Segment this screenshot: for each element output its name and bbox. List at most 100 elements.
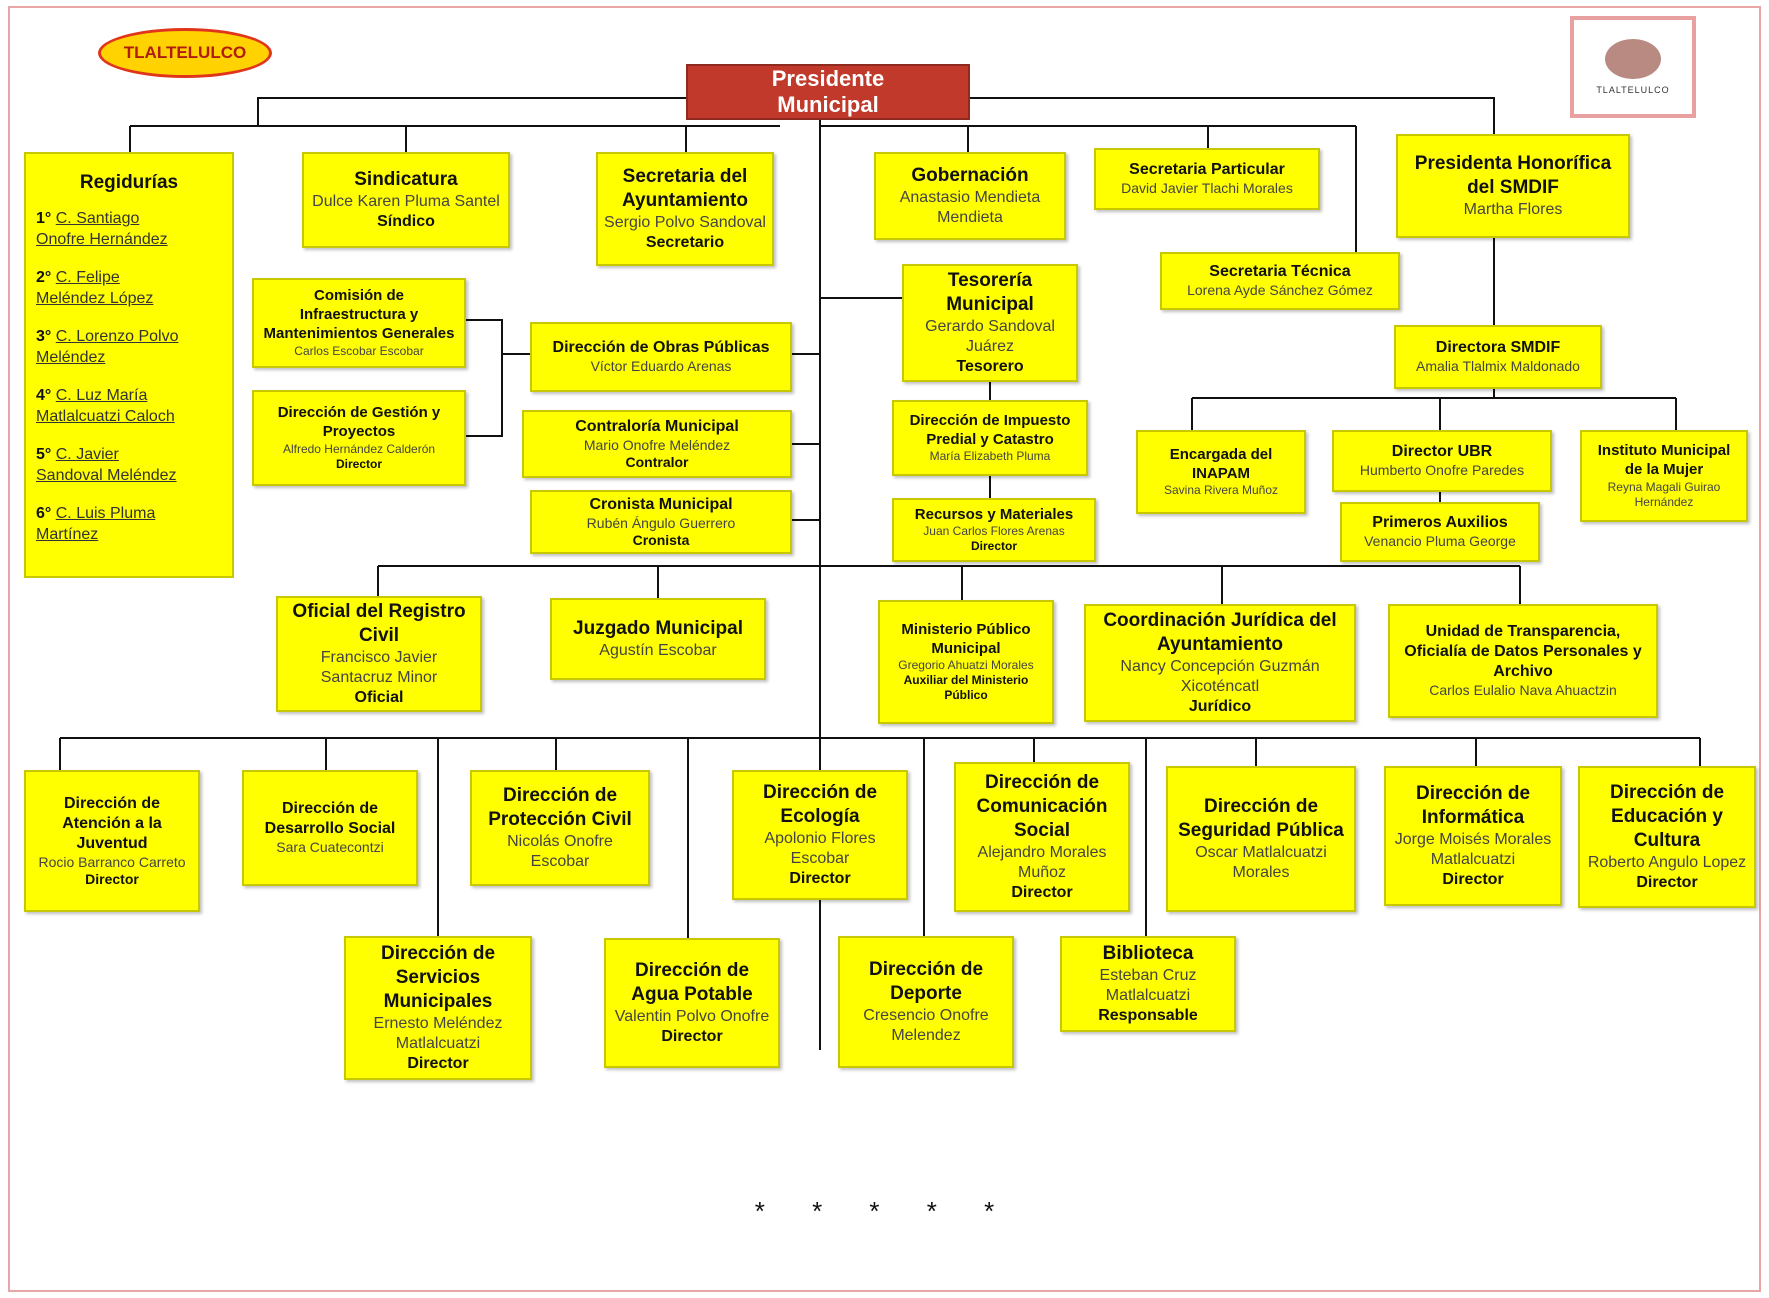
unit-name: Alfredo Hernández Calderón (282, 441, 436, 456)
unit-title: Gobernación (911, 165, 1029, 187)
unit-role: Oficial (354, 688, 404, 706)
comunicacion-social-box: Dirección de Comunicación Social Alejand… (954, 762, 1130, 912)
unit-title: Encargada del INAPAM (1169, 445, 1273, 482)
unit-title: Comisión de Infraestructura y Mantenimie… (263, 287, 455, 342)
unit-name: María Elizabeth Pluma (929, 449, 1051, 464)
unit-name: Alejandro Morales Muñoz (977, 843, 1107, 881)
president-line2: Municipal (777, 92, 879, 117)
agua-potable-box: Dirección de Agua Potable Valentin Polvo… (604, 938, 780, 1068)
unit-role: Director (1636, 873, 1698, 891)
unit-name: Oscar Matlalcuatzi Morales (1195, 843, 1327, 881)
unit-title: Directora SMDIF (1435, 339, 1561, 357)
unit-title: Dirección de Impuesto Predial y Catastro (909, 411, 1071, 448)
unit-name: Rubén Ángulo Guerrero (586, 514, 736, 531)
unit-title: Presidenta Honorífica del SMDIF (1414, 153, 1612, 198)
unit-name: Mario Onofre Meléndez (583, 436, 731, 453)
unit-title: Primeros Auxilios (1372, 514, 1508, 532)
unit-name: Apolonio Flores Escobar (764, 829, 876, 867)
unit-name: Sara Cuatecontzi (276, 839, 384, 856)
unit-role: Director (970, 539, 1017, 554)
unit-role: Jurídico (1188, 697, 1252, 715)
cronista-box: Cronista Municipal Rubén Ángulo Guerrero… (530, 490, 792, 554)
unit-name: Nancy Concepción Guzmán Xicoténcatl (1120, 657, 1320, 695)
unit-role: Director (335, 456, 382, 471)
unit-name: Rocio Barranco Carreto (38, 853, 186, 870)
unit-title: Dirección de Comunicación Social (976, 772, 1108, 841)
municipal-logo: TLALTELULCO (98, 28, 272, 78)
unit-role: Síndico (377, 212, 435, 230)
unit-name: Lorena Ayde Sánchez Gómez (1187, 282, 1373, 299)
unit-role: Responsable (1098, 1006, 1198, 1024)
unit-title: Secretaria Particular (1129, 161, 1285, 179)
unit-title: Secretaria del Ayuntamiento (622, 166, 748, 211)
unit-role: Contralor (625, 454, 689, 470)
unit-name: Amalia Tlalmix Maldonado (1416, 358, 1580, 375)
unit-role: Director (789, 869, 851, 887)
unit-name: Gerardo Sandoval Juárez (925, 317, 1055, 355)
gestion-proyectos-box: Dirección de Gestión y Proyectos Alfredo… (252, 390, 466, 486)
unit-name: Esteban Cruz Matlalcuatzi (1099, 966, 1197, 1004)
registro-civil-box: Oficial del Registro Civil Francisco Jav… (276, 596, 482, 712)
unit-role: Cronista (632, 532, 690, 548)
unit-title: Dirección de Agua Potable (631, 960, 753, 1005)
unit-title: Dirección de Seguridad Pública (1178, 796, 1344, 841)
unit-name: Dulce Karen Pluma Santel (312, 192, 500, 210)
ecologia-box: Dirección de Ecología Apolonio Flores Es… (732, 770, 908, 900)
unit-name: Anastasio Mendieta Mendieta (899, 188, 1041, 226)
secretaria-tecnica-box: Secretaria Técnica Lorena Ayde Sánchez G… (1160, 252, 1400, 310)
unit-name: Jorge Moisés Morales Matlalcuatzi (1394, 830, 1552, 868)
president-box: Presidente Municipal (686, 64, 970, 120)
unit-name: Juan Carlos Flores Arenas (923, 524, 1065, 539)
municipal-seal-icon: TLALTELULCO (1570, 16, 1696, 118)
unit-title: Unidad de Transparencia, Oficialía de Da… (1404, 623, 1642, 681)
sindicatura-box: Sindicatura Dulce Karen Pluma Santel Sín… (302, 152, 510, 248)
inapam-box: Encargada del INAPAM Savina Rivera Muñoz (1136, 430, 1306, 514)
unit-title: Dirección de Deporte (868, 959, 984, 1004)
unit-title: Dirección de Informática (1415, 783, 1531, 828)
unit-title: Dirección de Protección Civil (488, 785, 632, 830)
seal-text: TLALTELULCO (1596, 85, 1670, 95)
president-line1: Presidente (771, 66, 885, 91)
ubr-box: Director UBR Humberto Onofre Paredes (1332, 430, 1552, 492)
contraloria-box: Contraloría Municipal Mario Onofre Melén… (522, 410, 792, 478)
unit-title: Dirección de Servicios Municipales (380, 943, 496, 1012)
unit-name: Martha Flores (1463, 200, 1563, 218)
unit-title: Dirección de Gestión y Proyectos (277, 404, 441, 440)
primeros-auxilios-box: Primeros Auxilios Venancio Pluma George (1340, 502, 1540, 562)
unit-title: Secretaria Técnica (1209, 263, 1351, 281)
juventud-box: Dirección de Atención a la Juventud Roci… (24, 770, 200, 912)
unit-title: Sindicatura (354, 169, 458, 191)
unit-name: Cresencio Onofre Melendez (863, 1006, 989, 1044)
unit-role: Director (661, 1027, 723, 1045)
unit-role: Auxiliar del Ministerio Público (903, 673, 1029, 703)
unit-title: Ministerio Público Municipal (901, 620, 1031, 657)
unit-title: Director UBR (1391, 443, 1493, 461)
informatica-box: Dirección de Informática Jorge Moisés Mo… (1384, 766, 1562, 906)
proteccion-civil-box: Dirección de Protección Civil Nicolás On… (470, 770, 650, 886)
unit-title: Dirección de Obras Públicas (552, 339, 770, 357)
regidurias-title: Regidurías (79, 172, 179, 193)
unit-title: Juzgado Municipal (573, 618, 743, 640)
gobernacion-box: Gobernación Anastasio Mendieta Mendieta (874, 152, 1066, 240)
presidenta-smdif-box: Presidenta Honorífica del SMDIF Martha F… (1396, 134, 1630, 238)
tesoreria-box: Tesorería Municipal Gerardo Sandoval Juá… (902, 264, 1078, 382)
unit-name: Víctor Eduardo Arenas (590, 358, 732, 375)
unit-name: Gregorio Ahuatzi Morales (898, 658, 1034, 673)
secretaria-ayuntamiento-box: Secretaria del Ayuntamiento Sergio Polvo… (596, 152, 774, 266)
unit-role: Director (1011, 883, 1073, 901)
unit-title: Tesorería Municipal (946, 270, 1034, 315)
secretaria-particular-box: Secretaria Particular David Javier Tlach… (1094, 148, 1320, 210)
unit-name: Carlos Escobar Escobar (294, 343, 424, 358)
unit-name: Valentin Polvo Onofre (614, 1007, 770, 1025)
unit-name: Francisco Javier Santacruz Minor (320, 648, 438, 686)
recursos-materiales-box: Recursos y Materiales Juan Carlos Flores… (892, 498, 1096, 562)
unit-title: Dirección de Atención a la Juventud (62, 794, 162, 852)
unit-name: Roberto Angulo Lopez (1587, 853, 1747, 871)
